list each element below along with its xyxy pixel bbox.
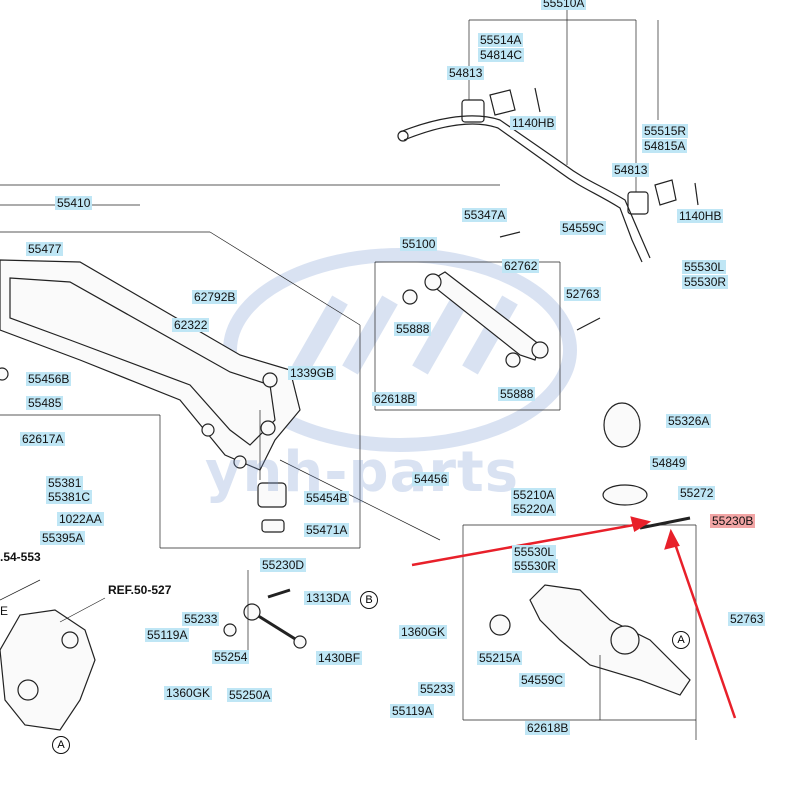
part-label-54559C-top: 54559C [560,221,607,235]
part-label-1360GK-right: 1360GK [399,625,448,639]
part-label-55119A-left: 55119A [145,628,190,642]
reference-label-partial: E [0,604,9,618]
part-label-1360GK-left: 1360GK [164,686,213,700]
part-label-55233-left: 55233 [182,612,220,626]
part-label-55233-right: 55233 [418,682,456,696]
part-label-55888-left: 55888 [394,322,432,336]
part-label-1313DA: 1313DA [304,591,352,605]
part-label-55100: 55100 [400,237,438,251]
part-label-55215A: 55215A [477,651,523,665]
part-label-54813-top: 54813 [447,66,485,80]
part-label-1022AA: 1022AA [57,512,104,526]
upper-link [402,231,601,368]
part-label-62762: 62762 [502,259,540,273]
part-label-62618B-bottom: 62618B [525,721,571,735]
part-label-55381: 55381 [46,476,84,490]
part-label-54815A: 54815A [642,139,688,153]
part-label-55485: 55485 [26,396,64,410]
part-label-55454B: 55454B [304,491,350,505]
part-label-55272: 55272 [678,486,716,500]
part-label-55381C: 55381C [46,490,93,504]
part-label-55456B: 55456B [26,372,72,386]
part-label-54813-right: 54813 [612,163,650,177]
part-label-55220A: 55220A [511,502,557,516]
part-label-55888-right: 55888 [498,387,536,401]
part-label-62618B-top: 62618B [372,392,418,406]
part-label-55347A: 55347A [462,208,508,222]
part-label-55254: 55254 [212,650,250,664]
pointer-arrows [411,516,737,719]
part-label-55395A: 55395A [40,531,86,545]
callout-a-knuckle: A [52,736,70,754]
part-label-54849: 54849 [650,456,688,470]
part-label-55515R: 55515R [642,124,689,138]
stabilizer-bar [397,87,699,263]
watermark-text: ynh-parts [205,440,520,505]
part-label-54814C: 54814C [478,48,525,62]
toe-link [223,588,307,649]
part-label-55530R-top: 55530R [682,275,729,289]
subframe [0,259,301,533]
part-label-55326A: 55326A [666,414,712,428]
part-label-54559C-bottom: 54559C [519,673,566,687]
part-label-54456: 54456 [412,472,450,486]
part-label-55510A: 55510A [541,0,587,10]
part-label-55230D: 55230D [260,558,307,572]
reference-label-left: .54-553 [0,550,41,564]
part-label-55230B: 55230B [710,514,756,528]
part-label-55477: 55477 [26,242,64,256]
part-label-52763-top: 52763 [564,287,602,301]
reference-label-main: REF.50-527 [108,583,172,597]
part-label-62617A: 62617A [20,432,66,446]
part-label-62792B: 62792B [192,290,238,304]
knuckle [0,609,96,731]
part-label-55530L-top: 55530L [682,260,727,274]
part-label-55210A: 55210A [511,488,557,502]
part-label-1430BF: 1430BF [316,651,363,665]
part-label-1140HB-top: 1140HB [510,116,557,130]
part-label-55250A: 55250A [227,688,273,702]
part-label-55514A: 55514A [478,33,524,47]
part-label-55530L-bottom: 55530L [512,545,557,559]
part-label-55530R-bottom: 55530R [512,559,559,573]
lower-control-arm [489,402,691,696]
part-label-1339GB: 1339GB [288,366,337,380]
callout-a-arm: A [672,631,690,649]
part-label-55119A-right: 55119A [390,704,435,718]
callout-b: B [360,591,378,609]
part-label-62322: 62322 [172,318,210,332]
part-label-1140HB-right: 1140HB [677,209,724,223]
part-label-55410: 55410 [55,196,93,210]
part-label-55471A: 55471A [304,523,350,537]
part-label-52763-bottom: 52763 [728,612,766,626]
